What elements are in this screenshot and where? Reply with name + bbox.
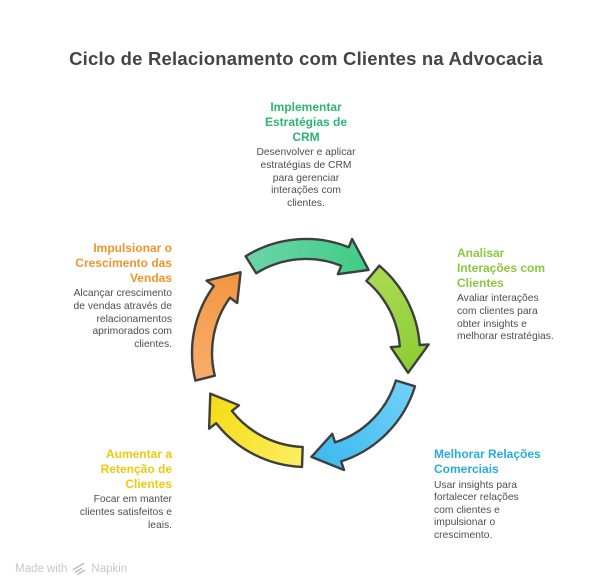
watermark-brand: Napkin (91, 562, 128, 575)
step-body: Desenvolver e aplicar estratégias de CRM… (256, 147, 356, 209)
step-heading: Aumentar a Retenção de Clientes (100, 447, 172, 491)
step-melhorar-relacoes-comerciais: Melhorar Relações Comerciais Usar insigh… (434, 447, 574, 543)
step-body: Focar em manter clientes satisfeitos e l… (79, 494, 172, 531)
step-impulsionar-crescimento-vendas: Impulsionar o Crescimento das Vendas Alc… (22, 241, 172, 351)
napkin-logo-icon (73, 562, 86, 575)
arrow-implementar-crm (244, 237, 370, 276)
arrow-melhorar-relacoes (310, 379, 417, 472)
step-body: Usar insights para fortalecer relações c… (434, 479, 519, 541)
step-heading: Analisar Interações com Clientes (457, 246, 546, 290)
step-implementar-estrategias-crm: Implementar Estratégias de CRM Desenvolv… (231, 100, 381, 210)
arrow-analisar-interacoes (365, 264, 430, 374)
step-body: Avaliar interações com clientes para obt… (457, 293, 554, 343)
arrow-aumentar-retencao (207, 392, 304, 469)
watermark[interactable]: Made with Napkin (15, 562, 127, 575)
step-heading: Melhorar Relações Comerciais (434, 447, 541, 476)
step-heading: Impulsionar o Crescimento das Vendas (75, 241, 172, 285)
page-title: Ciclo de Relacionamento com Clientes na … (69, 48, 543, 69)
watermark-prefix: Made with (15, 562, 68, 575)
arrow-impulsionar-crescimento (190, 271, 242, 382)
step-analisar-interacoes-clientes: Analisar Interações com Clientes Avaliar… (457, 246, 589, 344)
step-body: Alcançar crescimento de vendas através d… (73, 288, 172, 350)
step-heading: Implementar Estratégias de CRM (264, 100, 348, 144)
step-aumentar-retencao-clientes: Aumentar a Retenção de Clientes Focar em… (37, 447, 172, 532)
